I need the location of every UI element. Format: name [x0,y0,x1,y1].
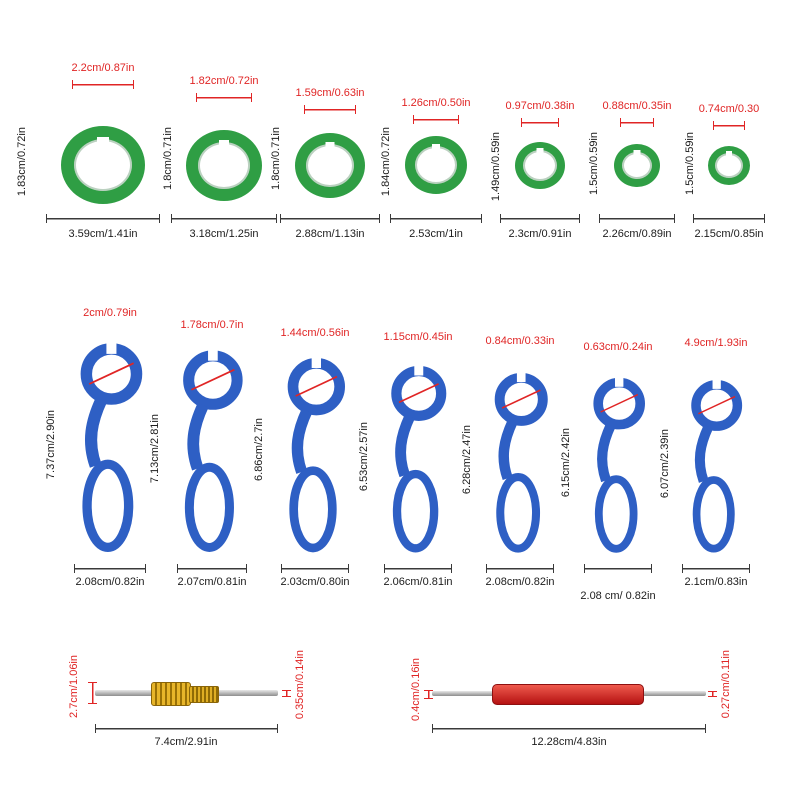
dim-bracket [708,691,717,697]
dim-bracket [196,93,252,102]
valve-tool-knurl-large [151,682,191,706]
dim-bracket [620,118,654,127]
clip-inner-dim-label: 1.82cm/0.72in [189,75,259,87]
tool-height-label: 6.86cm/2.7in [253,418,265,481]
dim-bracket [384,564,452,573]
dim-bracket [74,564,146,573]
tool-height-label: 7.37cm/2.90in [45,410,57,480]
clip-width-label: 2.15cm/0.85in [694,228,764,240]
valve-tool-handle [492,684,644,705]
tool-width-label: 2.06cm/0.81in [383,576,453,588]
tool-inner-dim-label: 2cm/0.79in [83,307,137,319]
dim-bracket [682,564,750,573]
dim-bracket [171,214,277,223]
valve-tool-dia-label: 0.4cm/0.16in [410,658,422,721]
dim-bracket [599,214,675,223]
dim-bracket [72,80,134,89]
tool-width-label: 2.07cm/0.81in [177,576,247,588]
dim-bracket [584,564,652,573]
dim-bracket [713,121,745,130]
tool-width-label: 2.08 cm/ 0.82in [580,590,656,602]
clip-height-label: 1.5cm/0.59in [588,132,600,195]
dim-bracket [500,214,580,223]
clip-inner-dim-label: 0.74cm/0.30 [698,103,760,115]
dim-bracket [413,115,459,124]
tool-height-label: 7.13cm/2.81in [149,414,161,484]
green-clip [515,142,565,189]
disconnect-tool [483,371,557,556]
tool-inner-dim-label: 4.9cm/1.93in [684,337,748,349]
tool-inner-dim-label: 1.44cm/0.56in [280,327,350,339]
dim-bracket [390,214,482,223]
disconnect-tool [67,341,153,556]
dim-bracket [693,214,765,223]
tool-height-label: 6.07cm/2.39in [659,429,671,499]
clip-width-label: 2.3cm/0.91in [508,228,572,240]
dim-bracket [486,564,554,573]
tool-height-label: 6.15cm/2.42in [560,428,572,498]
clip-height-label: 1.8cm/0.71in [270,127,282,190]
dim-bracket [280,214,380,223]
disconnect-tool [379,364,456,556]
tool-width-label: 2.03cm/0.80in [280,576,350,588]
clip-height-label: 1.8cm/0.71in [162,127,174,190]
clip-inner-dim-label: 1.26cm/0.50in [401,97,471,109]
tool-inner-dim-label: 1.78cm/0.7in [180,319,244,331]
disconnect-tool [170,348,253,556]
clip-height-label: 1.5cm/0.59in [684,132,696,195]
dim-bracket [281,564,349,573]
clip-width-label: 2.88cm/1.13in [295,228,365,240]
dim-bracket [177,564,247,573]
tool-inner-dim-label: 1.15cm/0.45in [383,331,453,343]
clip-width-label: 2.53cm/1in [409,228,463,240]
clip-width-label: 3.18cm/1.25in [189,228,259,240]
green-clip [61,126,145,204]
tool-width-label: 2.08cm/0.82in [485,576,555,588]
dim-bracket [282,690,291,697]
green-clip [186,130,262,201]
clip-width-label: 3.59cm/1.41in [68,228,138,240]
valve-tool-dia-label: 0.35cm/0.14in [294,650,306,720]
clip-inner-dim-label: 0.97cm/0.38in [505,100,575,112]
disconnect-tool [582,376,654,556]
valve-tool-dia-label: 2.7cm/1.06in [68,655,80,718]
valve-tool-length-label: 7.4cm/2.91in [154,736,218,748]
clip-height-label: 1.49cm/0.59in [490,132,502,202]
green-clip [614,144,660,187]
tool-width-label: 2.08cm/0.82in [75,576,145,588]
tool-inner-dim-label: 0.84cm/0.33in [485,335,555,347]
tool-height-label: 6.53cm/2.57in [358,422,370,492]
dim-bracket [88,682,97,704]
clip-height-label: 1.83cm/0.72in [16,127,28,197]
tool-inner-dim-label: 0.63cm/0.24in [583,341,653,353]
disconnect-tool [275,356,355,556]
clip-width-label: 2.26cm/0.89in [602,228,672,240]
dim-bracket [304,105,356,114]
tool-width-label: 2.1cm/0.83in [684,576,748,588]
clip-inner-dim-label: 2.2cm/0.87in [71,62,135,74]
tool-height-label: 6.28cm/2.47in [461,425,473,495]
clip-height-label: 1.84cm/0.72in [380,127,392,197]
dim-bracket [46,214,160,223]
green-clip [405,136,467,194]
green-clip [295,133,365,198]
valve-tool-dia-label: 0.27cm/0.11in [720,650,732,719]
dim-bracket [521,118,559,127]
clip-inner-dim-label: 1.59cm/0.63in [295,87,365,99]
clip-inner-dim-label: 0.88cm/0.35in [602,100,672,112]
dim-bracket [432,724,706,733]
disconnect-tool [680,378,751,556]
green-clip [708,146,750,185]
valve-tool-knurl-small [189,686,219,703]
valve-tool-length-label: 12.28cm/4.83in [531,736,607,748]
dim-bracket [95,724,278,733]
dim-bracket [424,690,433,699]
